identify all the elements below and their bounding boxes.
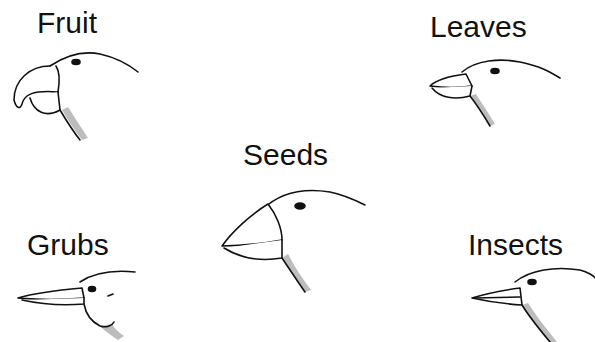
grubs-bird-head — [18, 271, 135, 340]
food-label: Fruit — [37, 6, 97, 39]
insects-bird-head — [472, 269, 595, 342]
food-label: Seeds — [243, 138, 328, 171]
food-label: Grubs — [27, 228, 109, 261]
food-label: Insects — [468, 228, 563, 261]
seeds-bird-head — [222, 191, 365, 292]
food-label: Leaves — [430, 10, 527, 43]
leaves-bird-head — [430, 60, 560, 126]
fruit-bird-head — [14, 53, 138, 140]
